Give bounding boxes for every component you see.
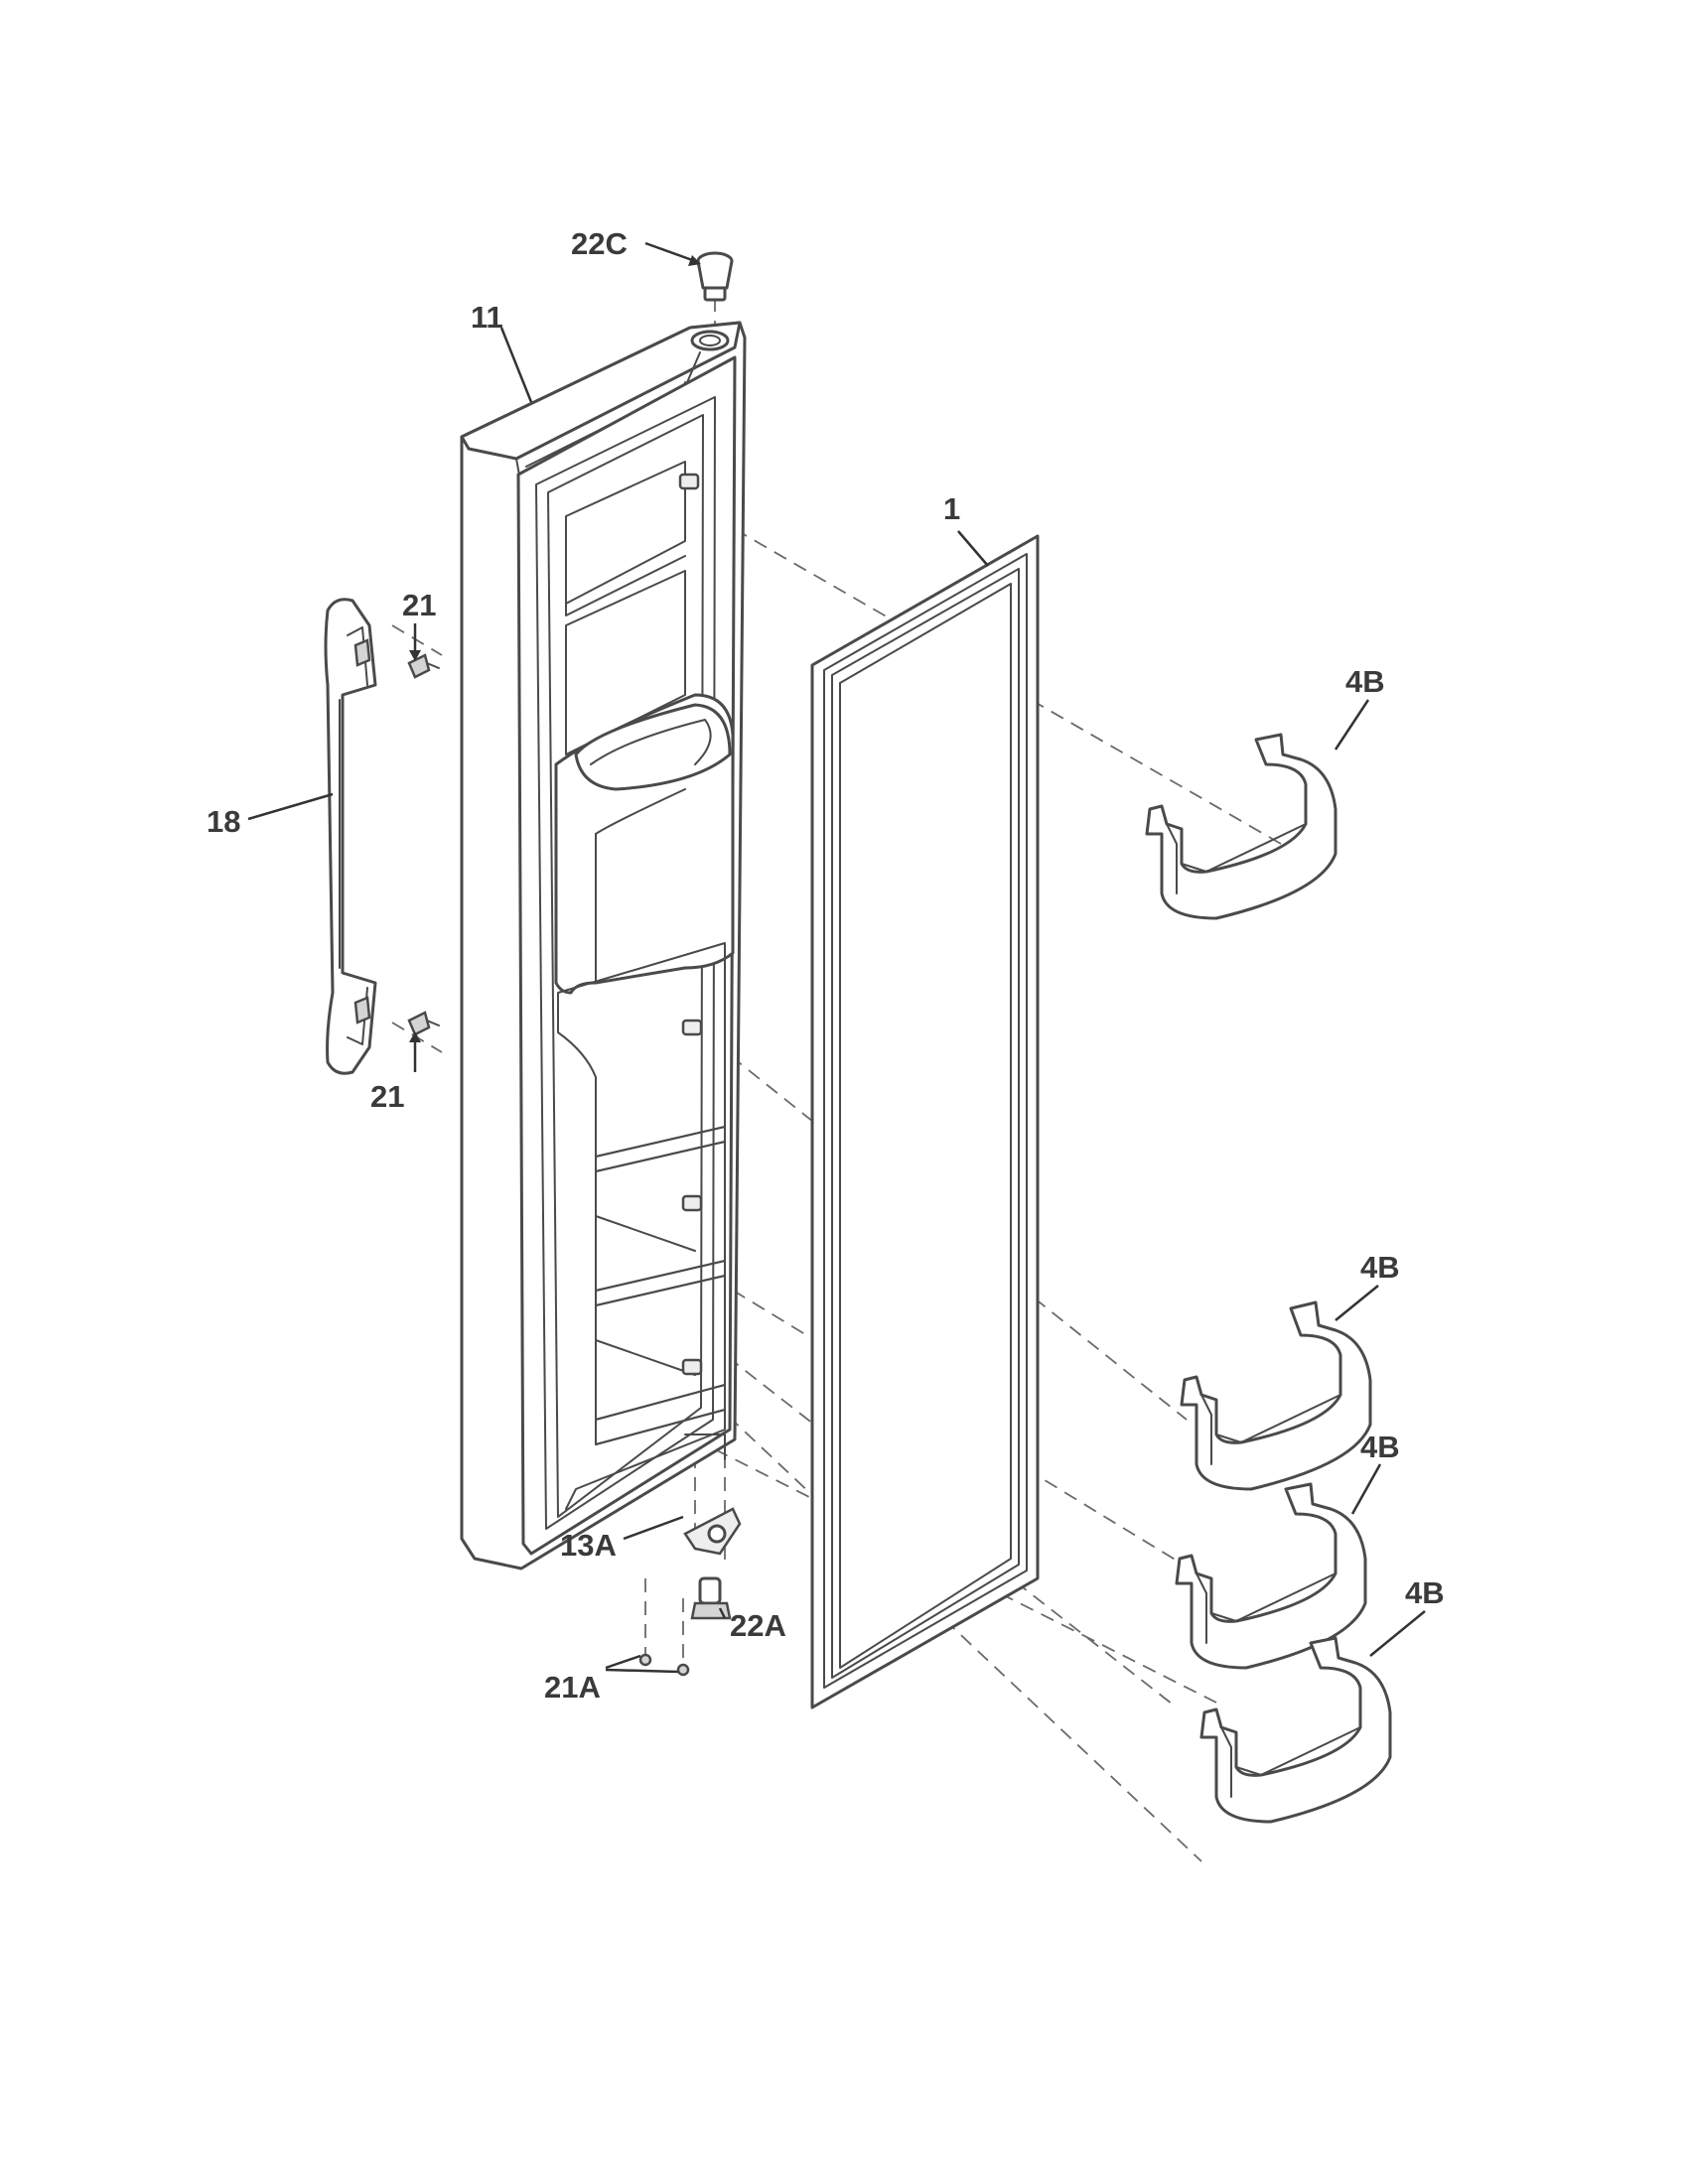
handle-screw-lower: [407, 1011, 440, 1036]
door-gasket: [810, 534, 1040, 1709]
door-handle: [324, 598, 377, 1075]
callout-13A: 13A: [560, 1528, 617, 1563]
callout-21A: 21A: [544, 1670, 601, 1705]
door-bin-third: [1175, 1482, 1367, 1670]
callout-4B-third: 4B: [1360, 1430, 1400, 1464]
callout-4B-bottom: 4B: [1405, 1575, 1445, 1610]
bracket-screw-left: [638, 1653, 652, 1667]
callout-4B-top: 4B: [1345, 664, 1385, 699]
callout-22A: 22A: [730, 1608, 786, 1643]
bottom-hinge-bracket: [683, 1507, 742, 1556]
callout-11: 11: [471, 300, 503, 335]
bottom-hinge-bushing: [690, 1576, 732, 1620]
door-bin-top: [1145, 733, 1337, 920]
callout-21-upper: 21: [402, 588, 436, 622]
callout-4B-second: 4B: [1360, 1250, 1400, 1285]
callout-1: 1: [943, 491, 960, 526]
handle-screw-upper: [407, 653, 440, 679]
callout-22C: 22C: [571, 226, 628, 261]
door-assembly: [460, 321, 747, 1570]
door-bin-second: [1180, 1300, 1372, 1491]
callout-21-lower: 21: [370, 1079, 404, 1114]
top-hinge-bushing: [696, 251, 734, 302]
bracket-screw-right: [676, 1663, 690, 1677]
callout-labels: 22C 11 1 4B 21 18 21 4B 4B 4B 13A 22A 21…: [207, 226, 1445, 1705]
callout-leaders: [247, 241, 1426, 1674]
callout-18: 18: [207, 804, 240, 839]
door-bin-bottom: [1199, 1636, 1392, 1824]
